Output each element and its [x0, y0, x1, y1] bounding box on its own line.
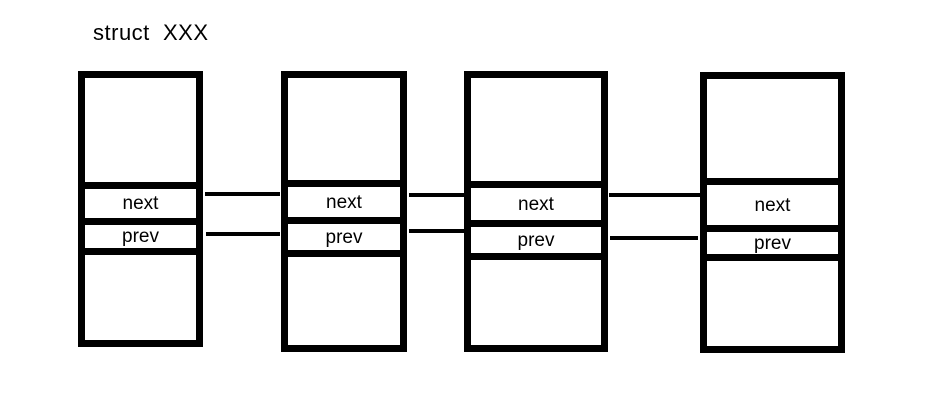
- list-node-1: next prev: [78, 71, 203, 347]
- next-field: next: [707, 178, 838, 232]
- prev-link-line-3-4: [610, 236, 698, 240]
- list-node-2: next prev: [281, 71, 407, 352]
- prev-link-line-2-3: [409, 229, 467, 233]
- prev-field: prev: [471, 227, 601, 260]
- next-field: next: [85, 182, 196, 225]
- diagram-title: struct XXX: [93, 20, 209, 45]
- next-link-line-2-3: [409, 193, 466, 197]
- prev-field: prev: [707, 232, 838, 261]
- next-field: next: [288, 180, 400, 224]
- next-link-line-1-2: [205, 192, 280, 196]
- list-node-4: next prev: [700, 72, 845, 353]
- prev-link-line-1-2: [206, 232, 280, 236]
- next-link-line-3-4: [609, 193, 700, 197]
- list-node-3: next prev: [464, 71, 608, 352]
- next-field: next: [471, 181, 601, 227]
- prev-field: prev: [288, 224, 400, 257]
- prev-field: prev: [85, 225, 196, 255]
